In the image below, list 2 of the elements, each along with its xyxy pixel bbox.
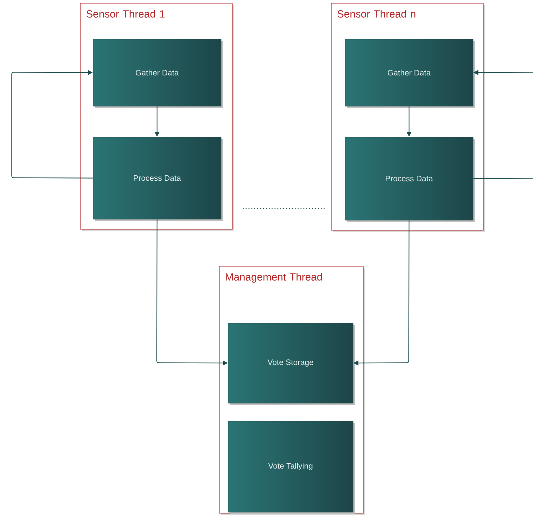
arrow: [156, 219, 228, 366]
arrow: [12, 70, 94, 179]
